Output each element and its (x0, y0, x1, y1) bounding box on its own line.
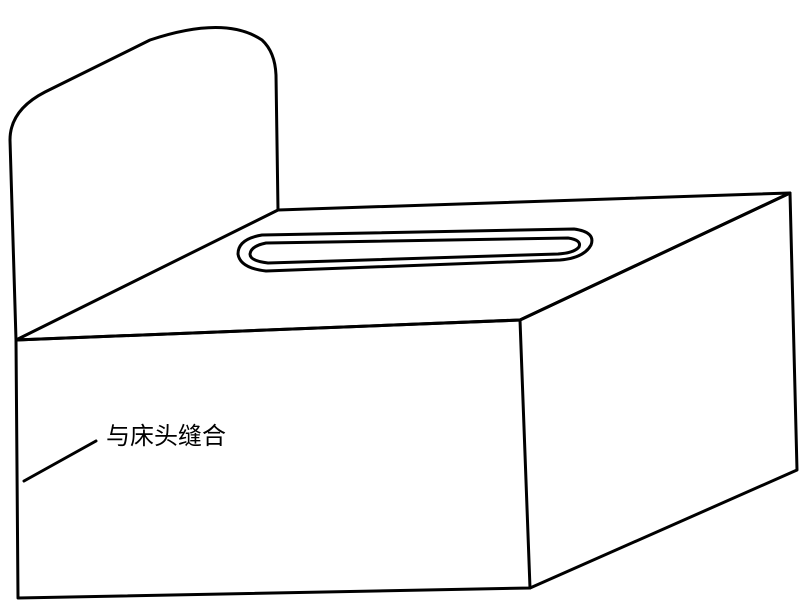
tissue-slot-inner (248, 236, 581, 265)
box-front-face (14, 318, 532, 600)
headboard-outline (8, 26, 280, 342)
box-side-face (518, 191, 799, 590)
seam-annotation-label: 与床头缝合 (106, 422, 226, 450)
tissue-slot-outer (236, 227, 594, 273)
annotation-leader-line (22, 439, 98, 483)
